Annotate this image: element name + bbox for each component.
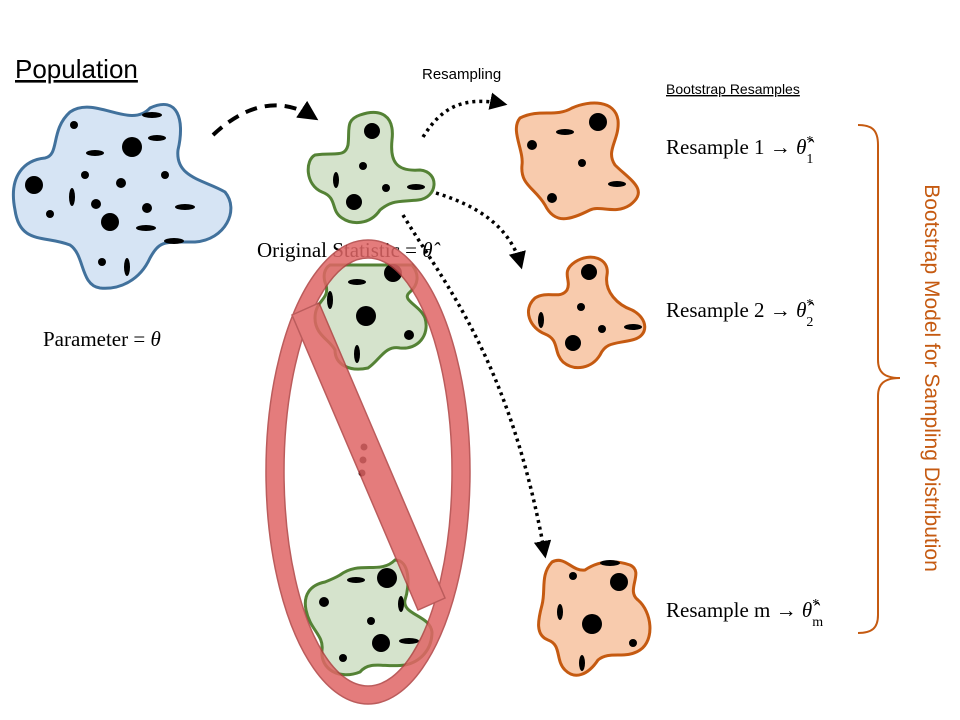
bootstrap-header: Bootstrap Resamples xyxy=(666,81,800,97)
resample-1-label: Resample 1 → θ̂*1 xyxy=(666,134,814,167)
parameter-label: Parameter = θ xyxy=(43,327,161,351)
resampling-arrow-1 xyxy=(421,92,508,138)
resampling-arrow-m xyxy=(401,214,552,559)
prohibited-samples-group xyxy=(265,239,471,705)
resample-2-blob xyxy=(527,255,647,370)
resample-m-label: Resample m → θ̂*m xyxy=(666,597,823,630)
resampling-label: Resampling xyxy=(422,66,501,83)
resample-2-label: Resample 2 → θ̂*2 xyxy=(666,297,814,330)
original-sample-blob xyxy=(306,110,436,224)
population-blob xyxy=(12,103,233,290)
prohibition-sign xyxy=(265,239,471,705)
resample-m-blob xyxy=(537,558,652,677)
prohibited-sample-top xyxy=(313,263,428,371)
resampling-arrow-2 xyxy=(435,191,526,270)
resample-1-blob xyxy=(514,101,640,221)
bootstrap-brace xyxy=(857,124,901,634)
bootstrap-model-label: Bootstrap Model for Sampling Distributio… xyxy=(920,184,943,572)
prohibited-sample-bottom xyxy=(303,558,434,677)
population-title: Population xyxy=(15,54,138,84)
sampling-arrow xyxy=(211,100,319,137)
